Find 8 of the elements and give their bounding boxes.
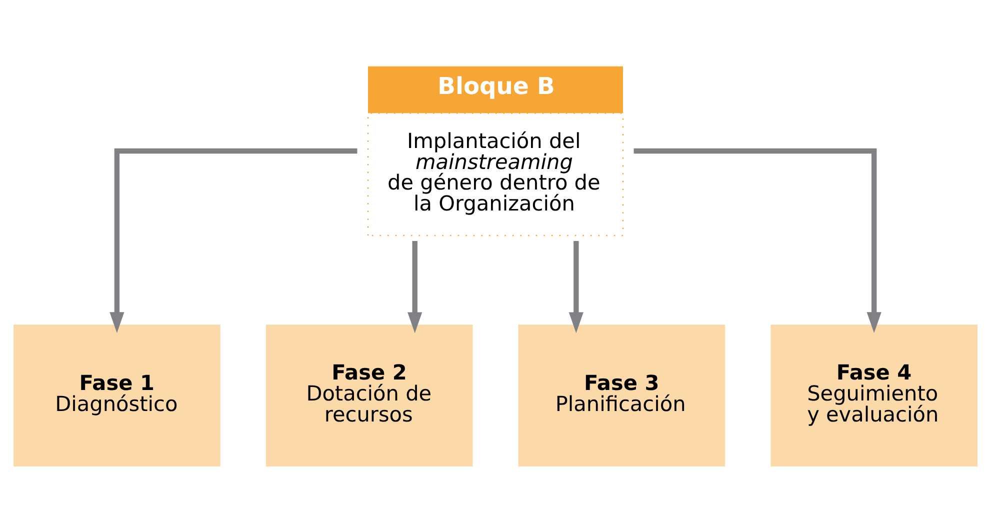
arrow: [634, 148, 882, 333]
node-box: Fase 3 Planificación: [518, 324, 726, 466]
node-box: Fase 2 Dotación de recursos: [266, 324, 473, 466]
arrow: [110, 148, 358, 333]
node-box: Fase 4 Seguimiento y evaluación: [770, 324, 978, 466]
arrow: [568, 241, 584, 334]
node-box: Fase 1 Diagnóstico: [14, 324, 220, 466]
arrow: [408, 241, 422, 334]
